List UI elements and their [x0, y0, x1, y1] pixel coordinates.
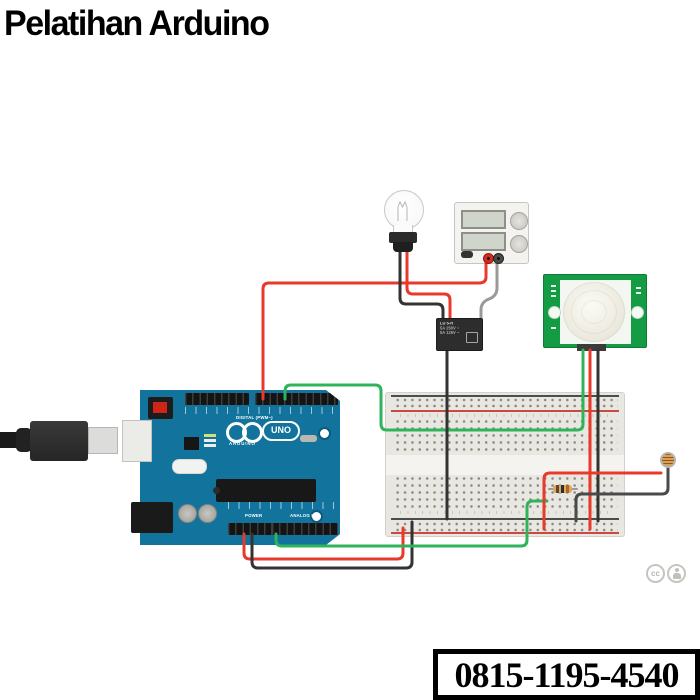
- relay-module[interactable]: LU 5-R 5A 250V ~ 5A 125V ~: [436, 318, 483, 351]
- bulb-filament-icon: [397, 200, 408, 221]
- pir-fresnel-dome: [563, 282, 625, 342]
- breadboard-negative-rail-line-bottom: [391, 518, 619, 520]
- breadboard[interactable]: [385, 392, 625, 537]
- usb-plug-body[interactable]: [30, 421, 88, 461]
- relay-contact-symbol-icon: [466, 332, 478, 343]
- cc-icon: cc: [646, 564, 665, 583]
- electrolytic-capacitor: [178, 504, 197, 523]
- arduino-brand-label: ARDUINO: [229, 442, 256, 447]
- bulb-socket-base: [393, 242, 413, 252]
- digital-header-right[interactable]: [255, 393, 338, 405]
- phone-number: 0815-1195-4540: [454, 654, 680, 695]
- pir-motion-sensor[interactable]: [543, 274, 647, 351]
- bottom-pin-labels: [228, 502, 338, 509]
- breadboard-positive-rail-line-bottom: [391, 532, 619, 534]
- usb-plug-metal-tip: [88, 427, 118, 454]
- analog-section-label: ANALOG IN: [290, 514, 317, 519]
- digital-header-left[interactable]: [185, 393, 249, 405]
- psu-negative-terminal[interactable]: [493, 253, 504, 264]
- pir-pin-connector: [577, 344, 606, 351]
- light-bulb[interactable]: [384, 190, 424, 230]
- crystal-oscillator: [300, 435, 317, 442]
- resistor[interactable]: [553, 485, 572, 493]
- arduino-usb-port: [122, 420, 152, 462]
- phone-number-banner: 0815-1195-4540: [433, 649, 700, 700]
- psu-current-knob[interactable]: [510, 235, 528, 253]
- relay-rating-2: 5A 125V ~: [440, 331, 460, 336]
- breadboard-center-gap: [386, 455, 624, 475]
- electrolytic-capacitor: [198, 504, 217, 523]
- breadboard-upper-terminal-holes[interactable]: [394, 418, 618, 453]
- uno-model-badge: UNO: [262, 421, 300, 441]
- bulb-socket: [389, 232, 417, 243]
- pir-mounting-hole: [631, 306, 644, 319]
- onboard-leds: [204, 434, 216, 447]
- breadboard-top-rail-holes[interactable]: [394, 397, 618, 408]
- silkscreen-marks: [551, 327, 556, 332]
- power-section-label: POWER: [245, 514, 263, 519]
- psu-power-button[interactable]: [461, 251, 473, 258]
- bulb-neck: [393, 225, 413, 234]
- usb-strain-relief: [16, 428, 32, 452]
- breadboard-column-labels-top: [400, 414, 612, 417]
- cc-attribution-person-icon: [667, 564, 686, 583]
- breadboard-column-labels-bottom: [400, 511, 612, 514]
- wire-bulb-to-relay-red[interactable]: [405, 242, 452, 324]
- mounting-hole: [318, 427, 331, 440]
- breadboard-lower-terminal-holes[interactable]: [394, 475, 618, 510]
- wire-psu-to-relay-gray[interactable]: [479, 256, 499, 324]
- pir-mounting-hole: [548, 306, 561, 319]
- voltage-regulator: [184, 437, 199, 450]
- silkscreen-marks: [636, 287, 641, 297]
- breadboard-positive-rail-line-top: [391, 410, 619, 412]
- psu-display-bottom: [461, 232, 506, 251]
- atmega-chip: [213, 479, 316, 502]
- digital-label: DIGITAL (PWM~): [236, 416, 273, 421]
- arduino-infinity-logo-icon: [226, 422, 263, 448]
- reset-button[interactable]: [148, 397, 173, 419]
- cc-license-badges: cc: [646, 564, 686, 583]
- page-title: Pelatihan Arduino: [4, 4, 270, 43]
- psu-display-top: [461, 210, 506, 229]
- digital-pin-labels: [185, 407, 338, 414]
- wire-bulb-to-relay-black[interactable]: [398, 242, 445, 324]
- psu-voltage-knob[interactable]: [510, 212, 528, 230]
- breadboard-bottom-rail-holes[interactable]: [394, 521, 618, 532]
- photoresistor-ldr[interactable]: [660, 452, 676, 468]
- analog-in-header[interactable]: [272, 523, 338, 535]
- silkscreen-marks: [551, 285, 556, 300]
- power-jack[interactable]: [131, 502, 173, 533]
- capacitor-oval: [172, 459, 207, 474]
